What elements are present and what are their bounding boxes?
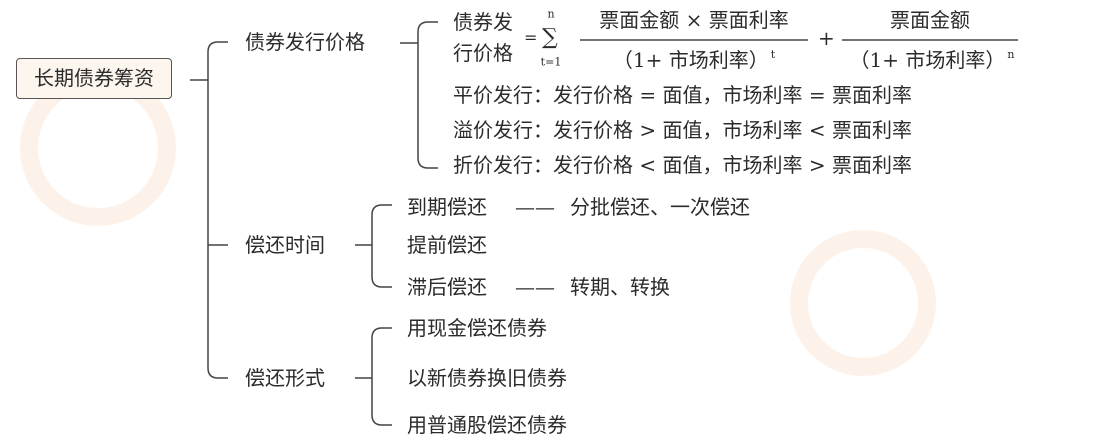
fraction2-exponent: n	[1007, 48, 1015, 61]
late-repayment-detail: 转期、转换	[570, 275, 670, 299]
repay-new-bonds: 以新债券换旧债券	[407, 366, 567, 390]
branch-repayment-form: 偿还形式	[245, 366, 325, 390]
fraction1-numerator: 票面金额 × 票面利率	[599, 8, 789, 32]
formula-plus: +	[818, 26, 835, 50]
branch-repayment-time: 偿还时间	[245, 233, 325, 257]
late-repayment: 滞后偿还	[407, 275, 487, 299]
dash: ——	[515, 275, 555, 299]
formula-lhs: 行价格	[453, 41, 513, 65]
sigma-upper: n	[547, 7, 555, 21]
branch-issue-price: 债券发行价格	[245, 30, 365, 54]
discount-issue: 折价发行：发行价格 < 面值，市场利率 > 票面利率	[453, 153, 912, 177]
fraction2-denominator: （1+ 市场利率）	[849, 48, 1006, 72]
maturity-repayment: 到期偿还	[407, 195, 487, 219]
fraction2-numerator: 票面金额	[890, 8, 970, 32]
fraction1-denominator: （1+ 市场利率）	[612, 48, 769, 72]
fraction1-exponent: t	[770, 48, 776, 61]
formula-sigma: ∑	[542, 25, 558, 50]
maturity-repayment-detail: 分批偿还、一次偿还	[570, 195, 750, 219]
repay-common-stock: 用普通股偿还债券	[407, 413, 567, 437]
formula-lhs: 债券发	[453, 10, 513, 34]
premium-issue: 溢价发行：发行价格 > 面值，市场利率 < 票面利率	[453, 118, 912, 142]
sigma-lower: t=1	[540, 55, 562, 69]
par-issue: 平价发行：发行价格 = 面值，市场利率 = 票面利率	[453, 83, 912, 107]
fraction1-denominator-group: （1+ 市场利率） t	[613, 49, 775, 71]
early-repayment: 提前偿还	[407, 233, 487, 257]
dash: ——	[515, 195, 555, 219]
root-node: 长期债券筹资	[16, 58, 172, 99]
formula-equals: =	[524, 28, 538, 47]
fraction2-denominator-group: （1+ 市场利率） n	[850, 49, 1015, 71]
repay-cash: 用现金偿还债券	[407, 316, 547, 340]
